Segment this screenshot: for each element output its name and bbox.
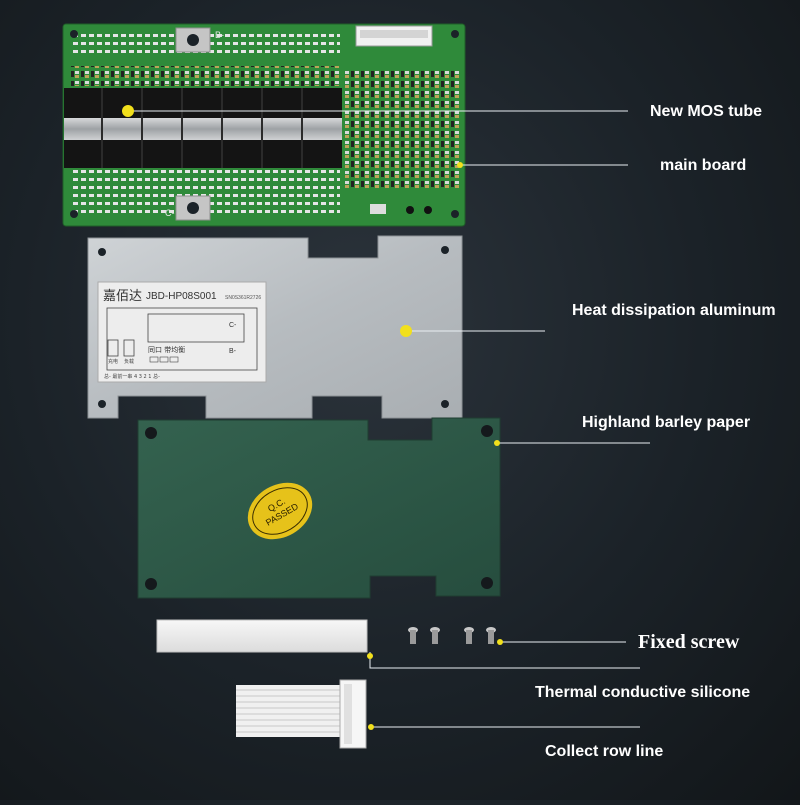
highland-barley-paper: Q.C. PASSED [137, 417, 501, 599]
screw [408, 627, 418, 644]
label-heat-dissipation-aluminum: Heat dissipation aluminum [572, 302, 776, 319]
label-main-board: main board [660, 157, 747, 174]
fixed-screws [408, 627, 496, 644]
board-b-minus-mark: B- [215, 30, 224, 40]
heat-dissipation-aluminum: 嘉佰达 JBD-HP08S001 SN0S361R2726 充电 负载 C- B… [87, 235, 463, 419]
label-thermal-conductive-silicone: Thermal conductive silicone [535, 684, 751, 701]
plate-b-minus: B- [229, 348, 237, 355]
screw [464, 627, 474, 644]
mos-tubes [64, 66, 342, 168]
screw [430, 627, 440, 644]
callout-dot-silicone [367, 653, 373, 659]
screw [486, 627, 496, 644]
plate-charge: 充电 [108, 358, 118, 365]
callout-dot-screw [497, 639, 503, 645]
main-board: B- C- [62, 23, 466, 227]
callout-line-silicone [369, 652, 640, 669]
callout-dot-board [457, 162, 463, 168]
callouts [122, 105, 650, 730]
plate-pins: 总- 最前一串 4 3 2 1 总- [104, 373, 160, 380]
label-fixed-screw: Fixed screw [638, 631, 740, 653]
callout-dot-paper [494, 440, 500, 446]
callout-dot-heat [400, 325, 412, 337]
plate-load: 负载 [124, 358, 134, 365]
aluminum-label-plate: 嘉佰达 JBD-HP08S001 SN0S361R2726 充电 负载 C- B… [97, 281, 267, 383]
plate-port-text: 同口 带均衡 [148, 345, 185, 354]
plate-serial: SN0S361R2726 [225, 295, 261, 301]
plate-c-minus: C- [229, 322, 237, 329]
collect-row-line [236, 679, 367, 749]
label-collect-row-line: Collect row line [545, 743, 664, 760]
board-c-minus-mark: C- [165, 208, 175, 218]
plate-brand: 嘉佰达 [103, 289, 142, 304]
thermal-conductive-silicone [156, 619, 368, 653]
label-highland-barley-paper: Highland barley paper [582, 414, 751, 431]
plate-model: JBD-HP08S001 [146, 291, 217, 302]
callout-dot-mos [122, 105, 134, 117]
qc-passed-sticker: Q.C. PASSED [247, 482, 313, 540]
callout-dot-row [368, 724, 374, 730]
label-new-mos-tube: New MOS tube [650, 103, 763, 120]
